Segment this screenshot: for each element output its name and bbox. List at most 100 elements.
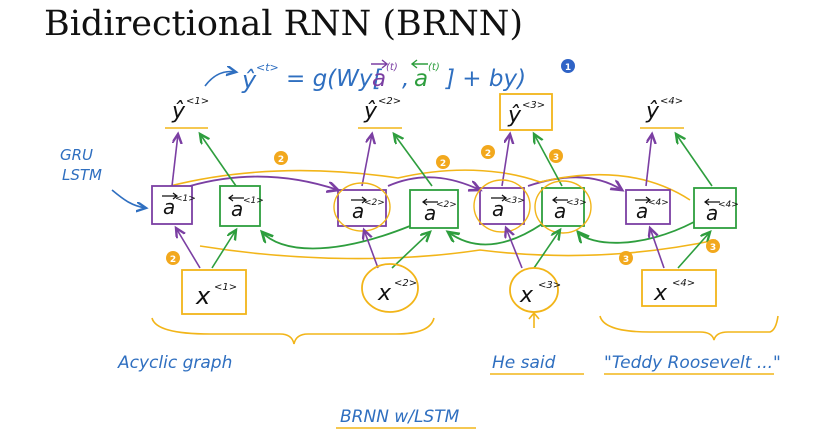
forward-cell-4 xyxy=(625,189,671,225)
input-x2: x xyxy=(377,281,392,306)
bwd-to-y4 xyxy=(676,134,713,187)
x3-to-bwd xyxy=(533,230,560,269)
backward-cell-1-label: a xyxy=(231,197,243,221)
input-x1: x xyxy=(195,282,211,310)
formula-fwd-sup: (t) xyxy=(386,62,398,73)
bwd-to-y1 xyxy=(200,134,237,187)
note-lstm: LSTM xyxy=(62,166,102,184)
output-y3: ŷ xyxy=(507,103,522,128)
input-x2-sup: <2> xyxy=(394,278,417,289)
forward-cell-3-highlight xyxy=(473,179,531,233)
forward-arrow-icon xyxy=(635,196,651,204)
output-y3-sup: <3> xyxy=(522,100,545,111)
formula-badge xyxy=(561,59,575,73)
x3-to-fwd xyxy=(506,228,523,269)
output-y1: ŷ xyxy=(171,99,186,124)
backward-cell-4 xyxy=(693,187,737,229)
badge-e xyxy=(549,149,563,163)
formula-comma: , xyxy=(402,66,409,92)
output-y4-sup: <4> xyxy=(660,96,683,107)
x2-to-bwd xyxy=(391,232,430,269)
recurrent-connections xyxy=(169,169,717,260)
badge-f xyxy=(706,239,720,253)
backward-cell-2 xyxy=(409,189,459,229)
formula-lhs-sup: <t> xyxy=(256,61,279,74)
x4-to-fwd xyxy=(650,228,665,269)
output-box-3 xyxy=(499,93,553,131)
output-y1-sup: <1> xyxy=(186,96,209,107)
slide-title: Bidirectional RNN (BRNN) xyxy=(44,4,523,44)
formula-bwd: a xyxy=(414,66,428,92)
badge-d-label: 2 xyxy=(170,255,176,265)
fwd-to-y3 xyxy=(501,134,510,187)
backward-cell-2-sup: <2> xyxy=(436,200,457,210)
badge-e-label: 3 xyxy=(553,153,559,163)
x1-to-fwd xyxy=(176,228,201,269)
backward-cell-3-label: a xyxy=(554,199,566,223)
note-arrow xyxy=(111,189,146,208)
brace-acyclic xyxy=(151,317,435,345)
output-y2: ŷ xyxy=(363,99,378,124)
backward-arrow-icon xyxy=(422,198,438,206)
formula-fwd: a xyxy=(372,66,386,92)
forward-arrow-icon xyxy=(162,192,178,200)
forward-cell-4-label: a xyxy=(636,199,648,223)
forward-cell-2-sup: <2> xyxy=(364,198,385,208)
formula-rhs: = g(Wy[ xyxy=(286,66,383,92)
timestep-3: ŷ <3> a <3> a <3> x <3> xyxy=(473,93,592,328)
forward-cell-2 xyxy=(337,189,387,227)
cell-type-note: GRU LSTM xyxy=(60,146,146,208)
forward-cell-1 xyxy=(151,185,193,225)
timestep-1: ŷ <1> a <1> a <1> x <1> xyxy=(151,96,264,315)
forward-cell-1-label: a xyxy=(163,195,175,219)
step-badges: 2 2 2 2 3 3 3 xyxy=(166,145,720,265)
x1-to-bwd xyxy=(211,230,236,269)
badge-d xyxy=(166,251,180,265)
timestep-4: ŷ <4> a <4> a <4> x <4> xyxy=(625,96,739,307)
backward-arrow-icon xyxy=(704,198,720,206)
badge-b xyxy=(436,155,450,169)
backward-cell-3 xyxy=(541,187,585,227)
badge-b-label: 2 xyxy=(440,159,446,169)
badge-f-label: 3 xyxy=(710,243,716,253)
highlight-forward-path xyxy=(169,169,691,201)
bwd-to-y3 xyxy=(534,134,563,187)
bwd-to-y2 xyxy=(394,134,433,187)
forward-cell-3-sup: <3> xyxy=(504,196,525,206)
brace-future-words xyxy=(599,315,779,341)
input-x3: x xyxy=(519,283,534,308)
forward-cell-1-sup: <1> xyxy=(175,194,196,204)
input-x3-sup: <3> xyxy=(538,280,561,291)
output-y4: ŷ xyxy=(645,99,660,124)
input-x1-sup: <1> xyxy=(214,282,237,293)
annotation-braces xyxy=(151,315,779,345)
input-box-1 xyxy=(181,269,247,315)
badge-a-label: 2 xyxy=(278,155,284,165)
output-formula: ŷ <t> = g(Wy[ a (t) , a (t) ] + by) 1 xyxy=(204,59,575,94)
fwd-to-y2 xyxy=(361,134,372,187)
formula-tail: ] + by) xyxy=(445,66,526,92)
forward-cell-2-label: a xyxy=(352,199,364,223)
badge-g-label: 3 xyxy=(623,255,629,265)
backward-arrow-icon xyxy=(552,196,568,204)
note-acyclic-graph: Acyclic graph xyxy=(117,353,232,373)
x2-to-fwd xyxy=(364,230,379,269)
backward-link-2-1 xyxy=(262,225,411,250)
forward-cell-3 xyxy=(479,187,525,225)
forward-link-1-2 xyxy=(189,175,338,190)
backward-cell-4-label: a xyxy=(706,201,718,225)
formula-badge-label: 1 xyxy=(565,63,571,73)
backward-link-3-2 xyxy=(448,223,543,246)
fwd-to-y1 xyxy=(171,134,178,187)
forward-cell-4-sup: <4> xyxy=(648,198,669,208)
input-x4-sup: <4> xyxy=(672,278,695,289)
handwritten-notes: Acyclic graph He said "Teddy Roosevelt .… xyxy=(117,353,781,429)
fwd-to-y4 xyxy=(645,134,652,187)
forward-arrow-icon xyxy=(491,194,507,202)
x4-to-bwd xyxy=(677,232,710,269)
note-he-said: He said xyxy=(492,353,556,373)
badge-g xyxy=(619,251,633,265)
timestep-2: ŷ <2> a <2> a <2> x <2> xyxy=(333,96,459,313)
backward-arrow-icon xyxy=(228,194,244,202)
